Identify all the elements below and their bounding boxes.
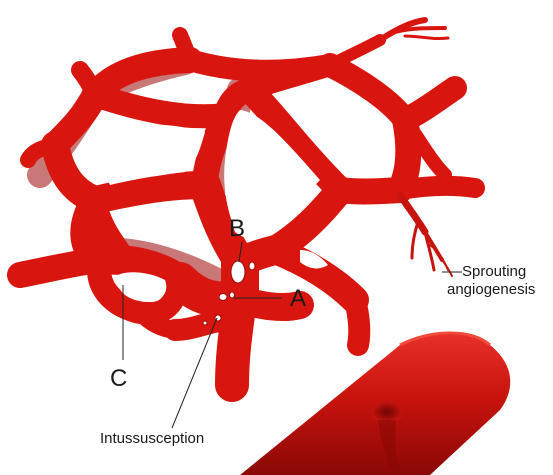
- sprouting-vessel: [400, 195, 452, 276]
- pillar-b-large: [231, 261, 245, 283]
- pillar-small: [249, 262, 255, 270]
- label-a: A: [290, 285, 306, 312]
- label-b: B: [229, 215, 245, 242]
- label-c: C: [110, 365, 127, 392]
- pillar-a-1: [219, 294, 227, 301]
- vessel-tube-cross-section: [240, 333, 510, 475]
- pillar-a-2: [230, 292, 235, 298]
- label-intussusception: Intussusception: [100, 430, 204, 447]
- label-sprouting-line2: angiogenesis: [447, 281, 535, 298]
- intussusception-pore: [371, 401, 403, 423]
- label-sprouting-line1: Sprouting: [462, 263, 526, 280]
- pillar-a-4: [203, 321, 207, 325]
